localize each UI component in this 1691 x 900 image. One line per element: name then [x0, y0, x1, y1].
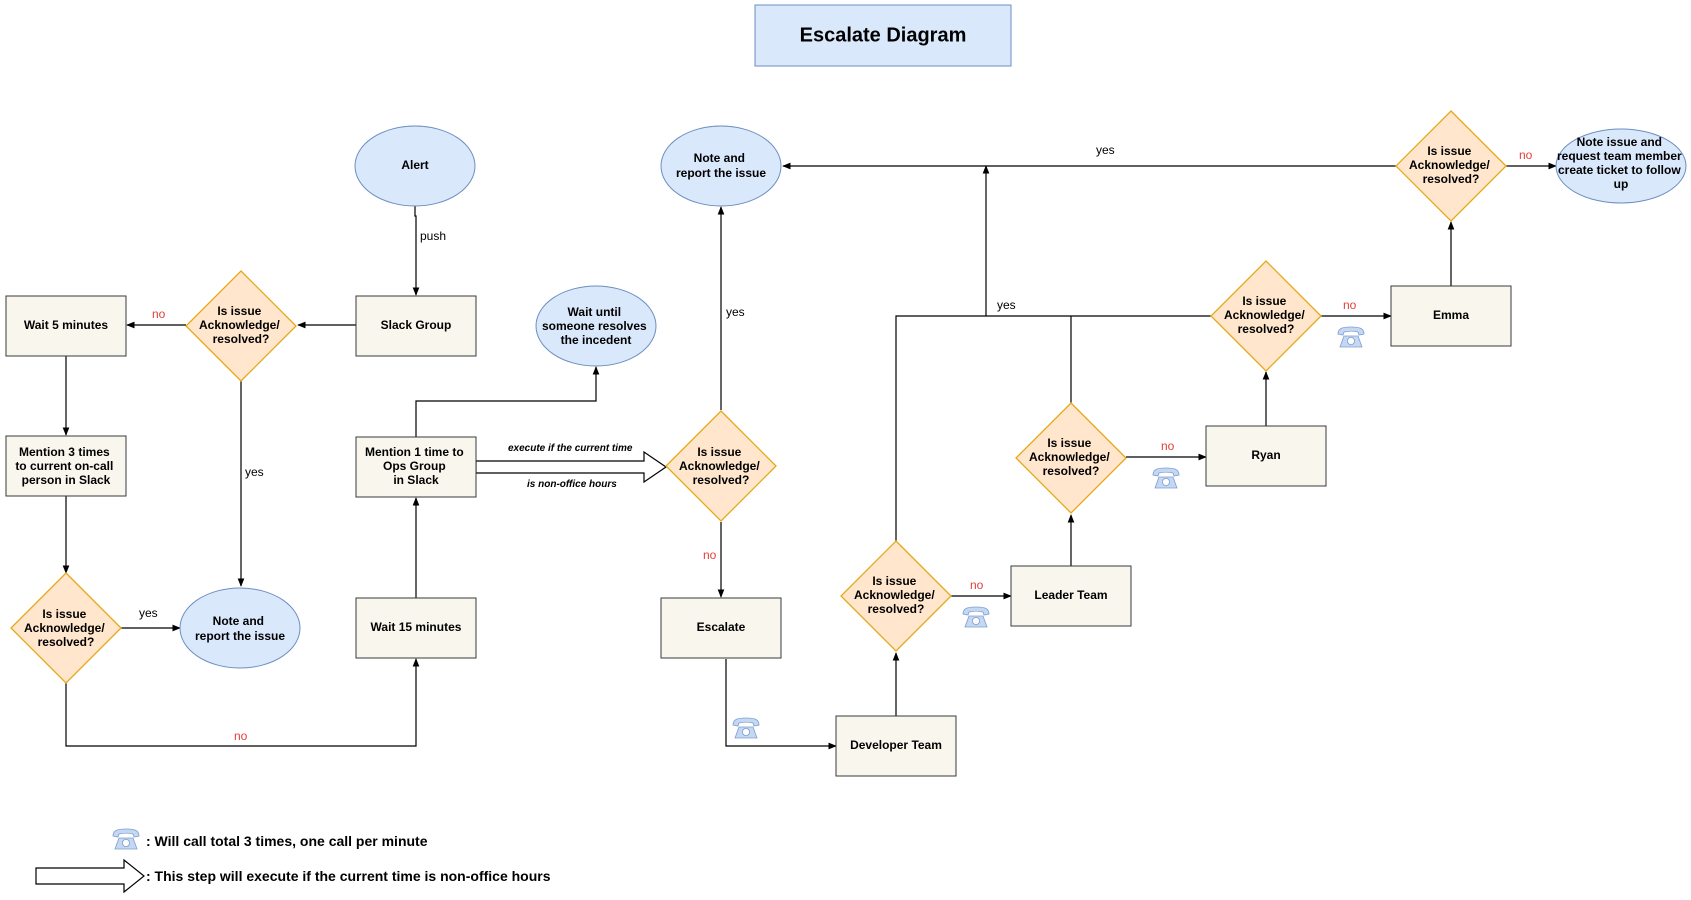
label-yes-3: yes: [726, 305, 745, 319]
node-mention-1-label: Mention 1 time to Ops Group in Slack: [365, 445, 467, 487]
edges: [62, 162, 1557, 750]
node-escalate-label: Escalate: [697, 620, 746, 634]
node-decision-4-label: Is issue Acknowledge/ resolved?: [854, 574, 938, 616]
node-decision-5: Is issue Acknowledge/ resolved?: [1015, 402, 1127, 514]
label-yes-1: yes: [245, 465, 264, 479]
node-decision-2: Is issue Acknowledge/ resolved?: [10, 572, 122, 684]
node-leader-team: Leader Team: [1010, 565, 1132, 627]
legend: : Will call total 3 times, one call per …: [35, 828, 551, 894]
node-mention-3-times: Mention 3 times to current on-call perso…: [5, 435, 127, 497]
telephone-icon: [112, 828, 140, 850]
node-decision-2-label: Is issue Acknowledge/ resolved?: [24, 607, 108, 649]
node-alert-label: Alert: [401, 158, 428, 172]
legend-phone-text: : Will call total 3 times, one call per …: [146, 833, 428, 849]
node-emma-label: Emma: [1433, 308, 1469, 322]
telephone-icon: [1337, 326, 1365, 348]
legend-hollow-arrow: [35, 858, 145, 894]
node-note-report-2: Note and report the issue: [660, 125, 782, 207]
node-decision-3: Is issue Acknowledge/ resolved?: [665, 410, 777, 522]
label-no-3: no: [703, 548, 717, 562]
edge-decision-2-no: [65, 658, 420, 747]
telephone-icon: [1152, 467, 1180, 489]
label-nonoffice-bottom: is non-office hours: [527, 479, 617, 490]
node-note-report-1: Note and report the issue: [179, 587, 301, 669]
node-ryan-label: Ryan: [1251, 448, 1280, 462]
label-no-6: no: [1343, 298, 1357, 312]
node-note-report-1-label: Note and report the issue: [195, 614, 285, 643]
label-yes-4: yes: [997, 298, 1016, 312]
label-push: push: [420, 229, 446, 243]
edge-alert-to-slack: [412, 206, 420, 296]
label-nonoffice-top: execute if the current time: [508, 443, 633, 454]
node-wait-until: Wait until someone resolves the incedent: [535, 285, 657, 367]
node-wait-5-minutes: Wait 5 minutes: [5, 295, 127, 357]
label-no-5: no: [1161, 439, 1175, 453]
label-no-4: no: [970, 578, 984, 592]
node-decision-7: Is issue Acknowledge/ resolved?: [1395, 110, 1507, 222]
node-decision-6: Is issue Acknowledge/ resolved?: [1210, 260, 1322, 372]
node-mention-3-label: Mention 3 times to current on-call perso…: [15, 445, 116, 487]
node-wait-until-label: Wait until someone resolves the incedent: [542, 305, 650, 347]
diagram-title: Escalate Diagram: [800, 24, 967, 46]
node-emma: Emma: [1390, 285, 1512, 347]
telephone-icon: [962, 606, 990, 628]
label-no-1: no: [152, 307, 166, 321]
node-leader-team-label: Leader Team: [1034, 588, 1107, 602]
node-ryan: Ryan: [1205, 425, 1327, 487]
label-yes-5: yes: [1096, 143, 1115, 157]
telephone-icon: [732, 717, 760, 739]
node-decision-3-label: Is issue Acknowledge/ resolved?: [679, 445, 763, 487]
nonoffice-hours-arrow: [475, 450, 668, 484]
edge-labels: push no yes yes no execute if the curren…: [139, 143, 1533, 743]
node-wait-15-label: Wait 15 minutes: [371, 620, 462, 634]
node-decision-4: Is issue Acknowledge/ resolved?: [840, 540, 952, 652]
edge-mention1-to-wait-until: [415, 366, 600, 437]
node-decision-1: Is issue Acknowledge/ resolved?: [185, 270, 297, 382]
node-note-ticket-label: Note issue and request team member creat…: [1557, 135, 1685, 191]
label-no-2: no: [234, 729, 248, 743]
label-no-7: no: [1519, 148, 1533, 162]
node-mention-1-time: Mention 1 time to Ops Group in Slack: [355, 436, 477, 498]
node-decision-7-label: Is issue Acknowledge/ resolved?: [1409, 144, 1493, 186]
node-alert: Alert: [354, 125, 476, 207]
node-developer-team-label: Developer Team: [850, 738, 942, 752]
diagram-title-box: Escalate Diagram: [754, 4, 1012, 67]
edge-escalate-to-developer: [725, 659, 837, 750]
node-note-ticket: Note issue and request team member creat…: [1555, 128, 1687, 204]
node-decision-1-label: Is issue Acknowledge/ resolved?: [199, 304, 283, 346]
node-slack-group: Slack Group: [355, 295, 477, 357]
legend-arrow-text: : This step will execute if the current …: [146, 868, 551, 884]
node-decision-5-label: Is issue Acknowledge/ resolved?: [1029, 436, 1113, 478]
node-slack-group-label: Slack Group: [381, 318, 452, 332]
node-wait-15-minutes: Wait 15 minutes: [355, 597, 477, 659]
node-note-report-2-label: Note and report the issue: [676, 151, 766, 180]
node-wait-5-label: Wait 5 minutes: [24, 318, 109, 332]
edge-yes-bus: [895, 315, 1211, 541]
label-yes-2: yes: [139, 606, 158, 620]
node-developer-team: Developer Team: [835, 715, 957, 777]
node-escalate: Escalate: [660, 597, 782, 659]
node-decision-6-label: Is issue Acknowledge/ resolved?: [1224, 294, 1308, 336]
